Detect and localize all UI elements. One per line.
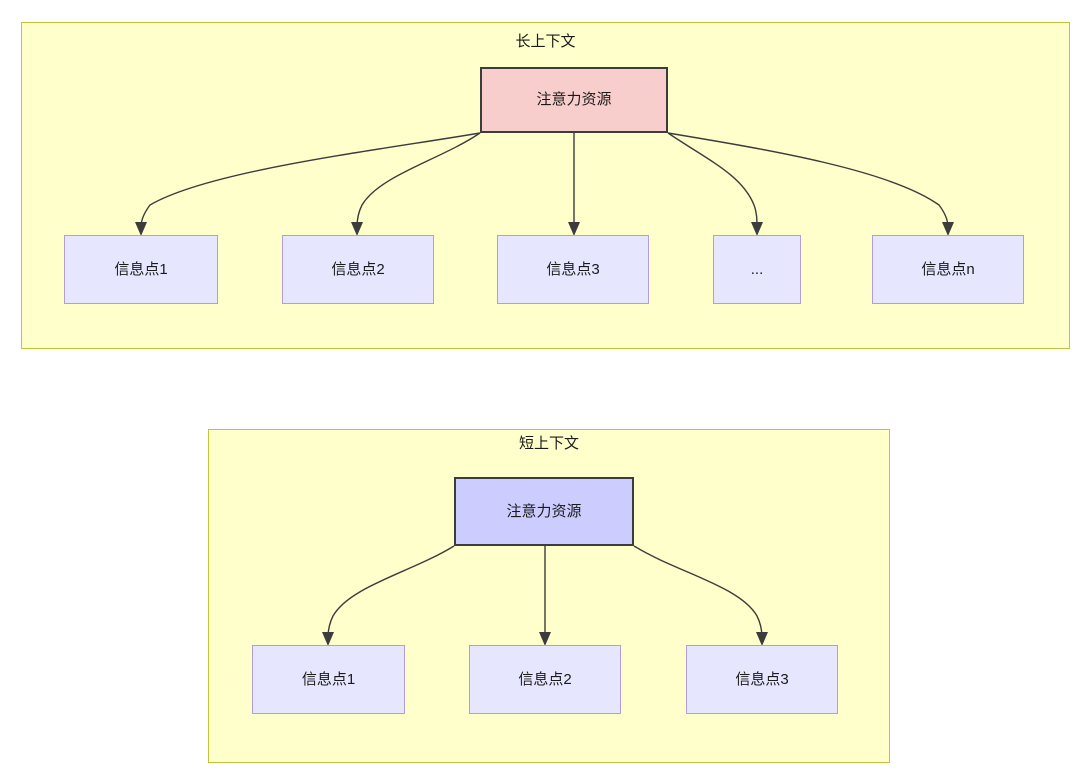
node-info-point-2-long[interactable]: 信息点2 (282, 235, 434, 304)
group-short-context-title: 短上下文 (518, 435, 579, 452)
node-info-point-1-long[interactable]: 信息点1 (64, 235, 218, 304)
node-info-point-3-short[interactable]: 信息点3 (686, 645, 838, 714)
group-long-context-title: 长上下文 (515, 33, 576, 50)
node-info-point-2-short[interactable]: 信息点2 (469, 645, 621, 714)
node-attention-resource-short[interactable]: 注意力资源 (454, 477, 634, 546)
node-info-point-n-long[interactable]: 信息点n (872, 235, 1024, 304)
node-info-point-1-short[interactable]: 信息点1 (252, 645, 405, 714)
node-info-point-ellipsis-long[interactable]: ... (713, 235, 801, 304)
node-info-point-3-long[interactable]: 信息点3 (497, 235, 649, 304)
node-attention-resource-long[interactable]: 注意力资源 (480, 67, 668, 133)
